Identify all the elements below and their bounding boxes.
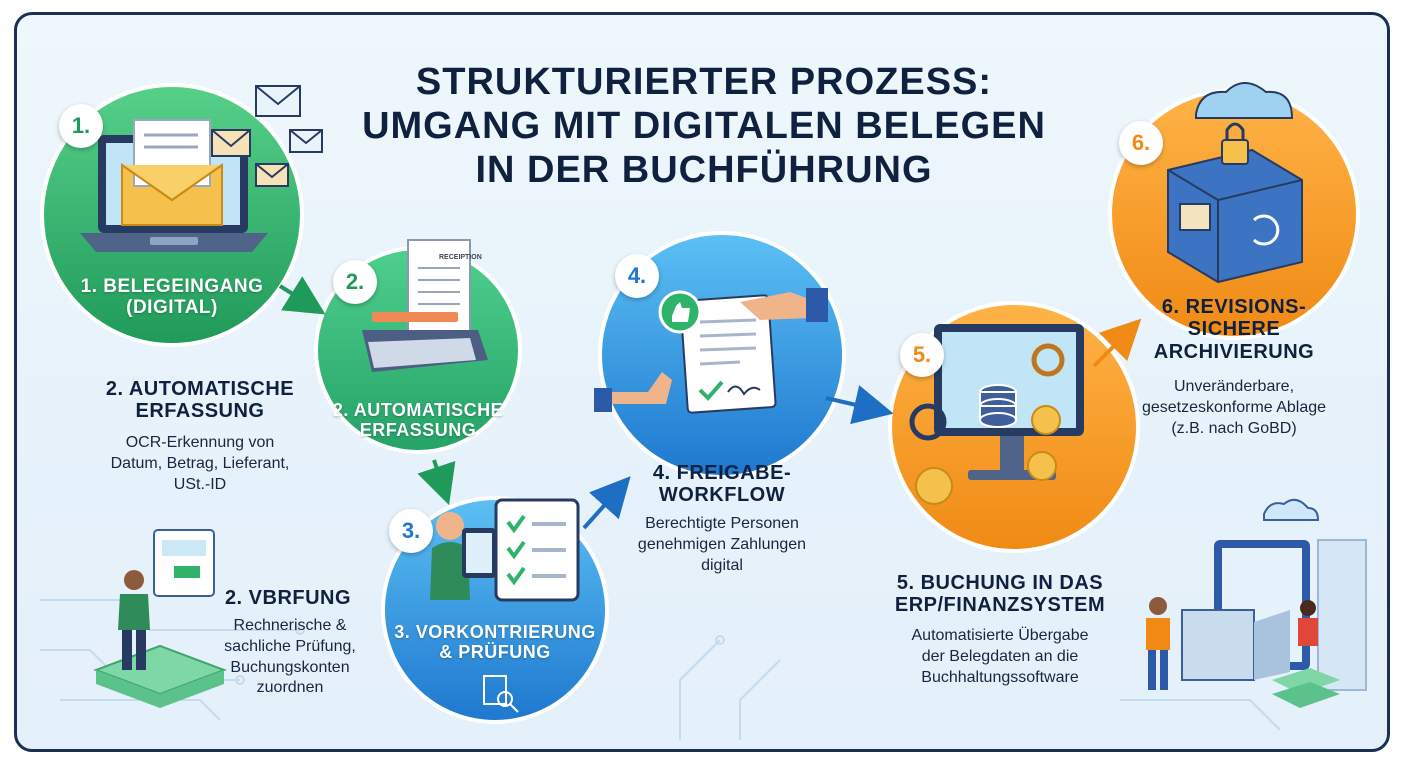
step-3-label: 3. VORKONTRIERUNG & PRÜFUNG: [380, 622, 610, 662]
step-number-3: 3.: [389, 509, 433, 553]
page-title: STRUKTURIERTER PROZESS: UMGANG MIT DIGIT…: [304, 60, 1104, 192]
step-6-heading-line-2: SICHERE: [1187, 318, 1281, 341]
step-4-heading-line-1: 4. FREIGABE-: [652, 462, 792, 484]
step-6-description: Unveränderbare, gesetzeskonforme Ablage …: [1114, 377, 1354, 439]
step-1-label-line-1: 1. BELEGEINGANG: [80, 276, 264, 297]
step-number-5: 5.: [900, 333, 944, 377]
step-2-desc-line-2: Datum, Betrag, Lieferant,: [110, 454, 290, 472]
step-2-label-line-1: 2. AUTOMATISCHE: [332, 400, 504, 420]
step-5-description: Automatisierte Übergabe der Belegdaten a…: [880, 626, 1120, 688]
step-3-desc-line-2: sachliche Prüfung,: [224, 637, 356, 655]
step-number-1: 1.: [59, 104, 103, 148]
step-3-label-line-1: 3. VORKONTRIERUNG: [394, 622, 596, 642]
step-number-4: 4.: [615, 254, 659, 298]
step-2-heading-line-2: ERFASSUNG: [135, 400, 265, 423]
step-4-desc-line-2: genehmigen Zahlungen: [637, 535, 807, 553]
step-2-desc-line-3: USt.-ID: [173, 475, 227, 493]
step-2-desc-line-1: OCR-Erkennung von: [125, 434, 275, 451]
step-2-heading-line-1: 2. AUTOMATISCHE: [105, 378, 295, 400]
step-5-desc-line-1: Automatisierte Übergabe: [911, 627, 1089, 644]
step-2-label-line-2: ERFASSUNG: [359, 420, 477, 441]
step-3-label-line-2: & PRÜFUNG: [439, 642, 551, 663]
title-line-2: UMGANG MIT DIGITALEN BELEGEN: [362, 105, 1046, 148]
step-5-desc-line-2: der Belegdaten an die: [921, 647, 1079, 665]
step-6-desc-line-2: gesetzeskonforme Ablage: [1141, 398, 1327, 416]
step-number-2: 2.: [333, 260, 377, 304]
step-5-desc-line-3: Buchhaltungssoftware: [921, 668, 1079, 686]
title-line-3: IN DER BUCHFÜHRUNG: [475, 149, 933, 192]
step-4-desc-line-1: Berechtigte Personen: [645, 515, 799, 532]
step-3-desc-line-3: Buchungskonten: [230, 658, 350, 676]
step-5-heading-line-2: ERP/FINANZSYSTEM: [894, 594, 1106, 617]
step-3-heading: 2. VBRFUNG: [224, 587, 352, 609]
step-3-desc-line-1: Rechnerische &: [233, 617, 347, 634]
step-3-description: Rechnerische & sachliche Prüfung, Buchun…: [190, 616, 390, 699]
step-5-heading-line-1: 5. BUCHUNG IN DAS: [896, 572, 1104, 594]
step-2-description: OCR-Erkennung von Datum, Betrag, Liefera…: [80, 433, 320, 495]
step-1-label-line-2: (DIGITAL): [126, 297, 218, 319]
step-6-heading-line-3: ARCHIVIERUNG: [1153, 340, 1315, 363]
step-4-desc-line-3: digital: [701, 556, 743, 574]
step-1-label: 1. BELEGEINGANG (DIGITAL): [62, 276, 282, 319]
step-2-label: 2. AUTOMATISCHE ERFASSUNG: [318, 400, 518, 440]
title-line-1: STRUKTURIERTER PROZESS:: [415, 61, 993, 103]
step-6-heading: 6. REVISIONS- SICHERE ARCHIVIERUNG: [1134, 296, 1334, 363]
step-6-heading-line-1: 6. REVISIONS-: [1161, 296, 1307, 318]
step-6-desc-line-1: Unveränderbare,: [1173, 378, 1295, 395]
step-number-6: 6.: [1119, 121, 1163, 165]
step-4-heading-line-2: WORKFLOW: [658, 484, 786, 507]
step-2-heading: 2. AUTOMATISCHE ERFASSUNG: [80, 378, 320, 423]
step-6-desc-line-3: (z.B. nach GoBD): [1171, 419, 1297, 437]
step-3-desc-line-4: zuordnen: [256, 679, 324, 697]
step-5-heading: 5. BUCHUNG IN DAS ERP/FINANZSYSTEM: [880, 572, 1120, 617]
step-4-heading: 4. FREIGABE- WORKFLOW: [622, 462, 822, 507]
step-4-description: Berechtigte Personen genehmigen Zahlunge…: [612, 514, 832, 576]
